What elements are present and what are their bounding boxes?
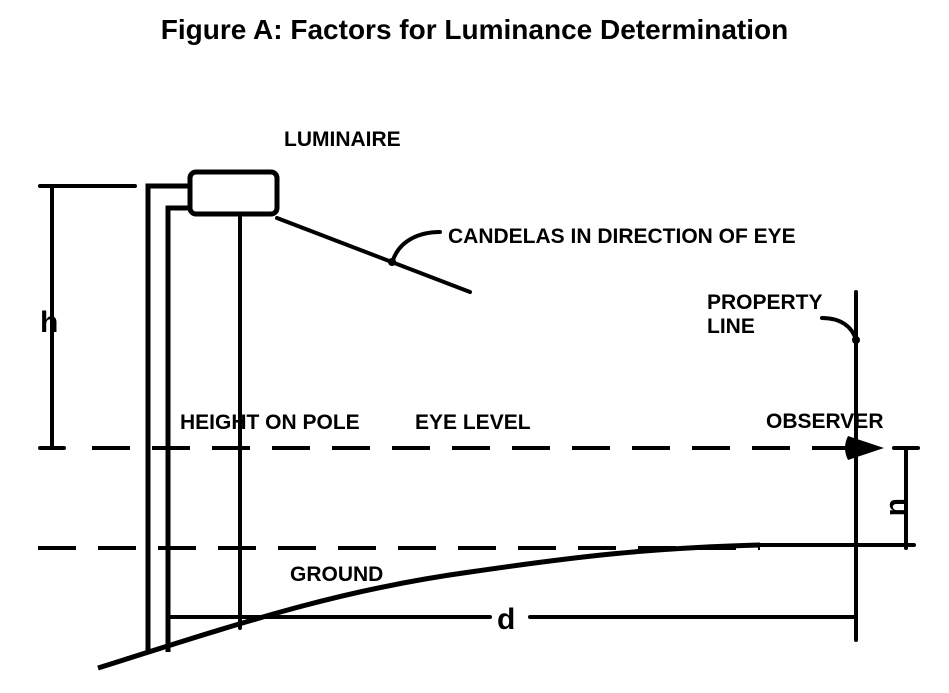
eye-level-label: EYE LEVEL: [415, 411, 531, 434]
ground-curve: [97, 542, 761, 671]
property-line-dot: [852, 336, 860, 344]
observer-eye-icon: [845, 436, 884, 460]
property-label-line1: PROPERTY: [707, 291, 823, 314]
height-on-pole-label: HEIGHT ON POLE: [180, 411, 360, 434]
d-label: d: [497, 603, 515, 636]
figure-title: Figure A: Factors for Luminance Determin…: [160, 14, 789, 45]
candela-leader-dot: [388, 258, 396, 266]
luminaire-label: LUMINAIRE: [284, 128, 401, 151]
h-label: h: [40, 306, 58, 339]
candela-leader: [391, 230, 442, 262]
property-line-leader: [820, 316, 858, 342]
candela-ray: [275, 216, 472, 294]
ground-label: GROUND: [290, 563, 383, 586]
luminaire-box: [187, 169, 280, 217]
observer-label: OBSERVER: [766, 410, 883, 433]
pole-outer: [145, 183, 190, 652]
candelas-label: CANDELAS IN DIRECTION OF EYE: [448, 225, 796, 248]
pole-inner: [165, 205, 190, 652]
property-label-line2: LINE: [707, 315, 755, 338]
u-label: u: [883, 498, 916, 516]
